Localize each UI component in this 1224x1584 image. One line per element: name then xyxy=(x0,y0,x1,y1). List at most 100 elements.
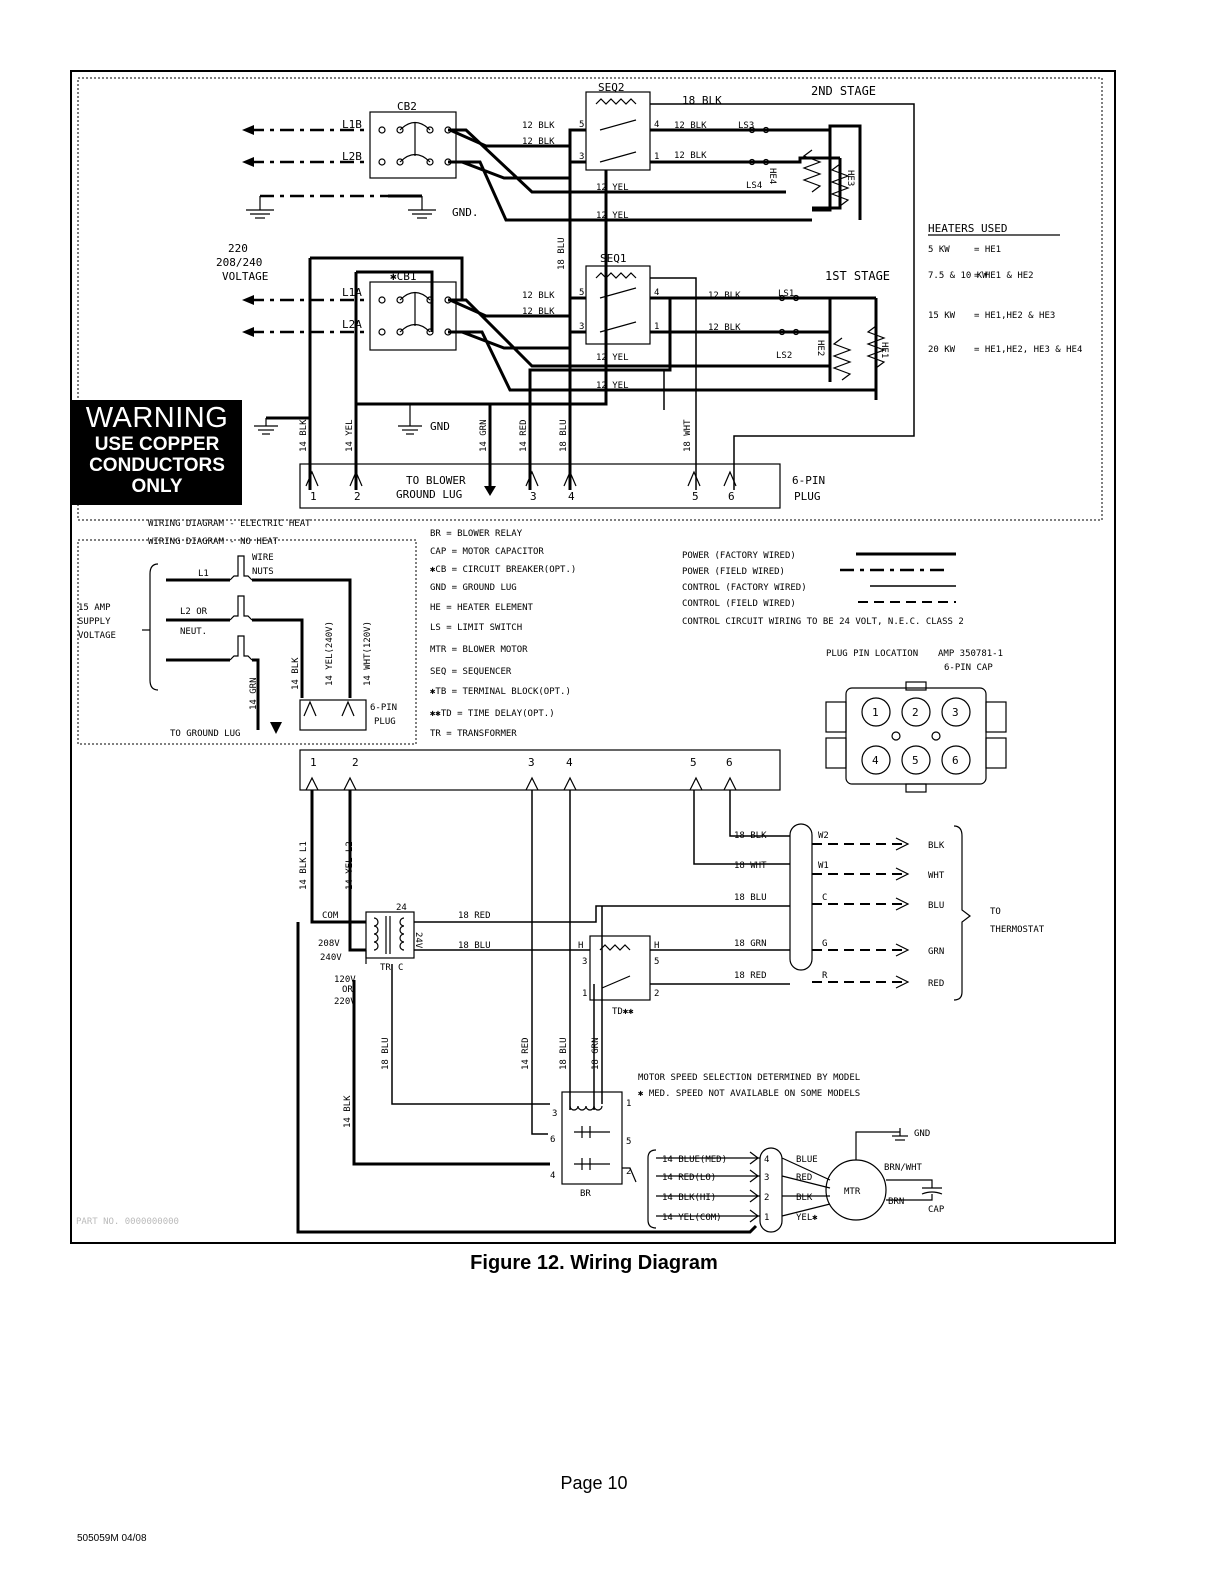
w-14red-low: 14 RED xyxy=(521,1037,531,1070)
svg-text:1: 1 xyxy=(654,322,659,332)
document-code: 505059M 04/08 xyxy=(77,1533,147,1544)
voltage-208-240: 208/240 xyxy=(216,256,262,269)
tstat-color-0: BLK xyxy=(928,841,945,851)
lower-wiring xyxy=(296,790,790,1234)
tr-or: OR xyxy=(342,985,353,995)
line-key: POWER (FACTORY WIRED) POWER (FIELD WIRED… xyxy=(682,551,964,627)
no-heat-neut: NEUT. xyxy=(180,627,207,637)
heater-he4 xyxy=(802,149,822,193)
motor-speed-note2: ✱ MED. SPEED NOT AVAILABLE ON SOME MODEL… xyxy=(638,1089,860,1099)
tstat-label-2: THERMOSTAT xyxy=(990,925,1045,935)
no-heat-supply-1: 15 AMP xyxy=(78,603,111,613)
hu-row1-kw: 5 KW xyxy=(928,245,950,255)
cb2-box xyxy=(369,111,457,179)
cb1-box xyxy=(369,281,457,351)
cb2-field-wires xyxy=(242,125,436,219)
transformer-box xyxy=(365,911,415,959)
voltage-word: VOLTAGE xyxy=(222,270,268,283)
legend-item: HE = HEATER ELEMENT xyxy=(430,603,534,613)
seq1-heater-coil xyxy=(595,272,637,279)
plug-pin-location: PLUG PIN LOCATION xyxy=(826,649,918,659)
w-14red-pin3: 14 RED xyxy=(519,419,529,452)
hu-row4-kw: 20 KW xyxy=(928,345,956,355)
key-note: CONTROL CIRCUIT WIRING TO BE 24 VOLT, N.… xyxy=(682,617,964,627)
no-heat-plug: PLUG xyxy=(374,717,396,727)
w-12yel-d: 12 YEL xyxy=(596,381,629,391)
w-18blu-pin4: 18 BLU xyxy=(559,419,569,452)
svg-text:3: 3 xyxy=(764,1173,769,1183)
electric-heat-label: WIRING DIAGRAM - ELECTRIC HEAT xyxy=(148,519,311,529)
seq2-heater-coil xyxy=(595,98,637,105)
svg-text:5: 5 xyxy=(692,490,699,503)
l2a-label: L2A xyxy=(342,318,362,331)
svg-text:5: 5 xyxy=(579,120,584,130)
svg-text:3: 3 xyxy=(530,490,537,503)
seq1-label: SEQ1 xyxy=(600,252,627,265)
w-18grn-low: 18 GRN xyxy=(591,1037,601,1070)
w-14blk-pin1: 14 BLK xyxy=(299,419,309,452)
seq1-box xyxy=(585,265,651,345)
he2-label: HE2 xyxy=(815,340,825,356)
svg-text:1: 1 xyxy=(582,989,587,999)
tstat-label-1: TO xyxy=(990,907,1001,917)
thermostat-block xyxy=(789,823,971,1001)
svg-text:1: 1 xyxy=(310,756,317,769)
tr-220v: 220V xyxy=(334,997,356,1007)
tr-120v: 120V xyxy=(334,975,356,985)
warning-title: WARNING xyxy=(85,402,229,434)
svg-text:2: 2 xyxy=(352,756,359,769)
no-heat-14wht120: 14 WHT(120V) xyxy=(363,621,373,686)
blower-relay-box xyxy=(561,1091,623,1185)
plug-part-no: AMP 350781-1 xyxy=(938,649,1003,659)
w-12blk-c: 12 BLK xyxy=(674,121,707,131)
w-18wht-pin5: 18 WHT xyxy=(683,419,693,452)
w-12blk-h: 12 BLK xyxy=(708,323,741,333)
w-18blu-low2: 18 BLU xyxy=(559,1037,569,1070)
mtr-brn: BRN xyxy=(888,1197,904,1207)
br-label: BR xyxy=(580,1189,591,1199)
cb2-label: CB2 xyxy=(397,100,417,113)
tstat-term-0: W2 xyxy=(818,831,829,841)
transformer-secondary-coil xyxy=(399,917,405,951)
svg-text:4: 4 xyxy=(654,120,659,130)
diagram-frame xyxy=(70,70,1116,1244)
legend-item: LS = LIMIT SWITCH xyxy=(430,623,522,633)
heater-he1 xyxy=(866,325,886,369)
hu-row2-kw: 7.5 & 10 KW xyxy=(928,271,988,281)
svg-text:5: 5 xyxy=(626,1137,631,1147)
gnd-mid-symbols xyxy=(254,404,422,435)
ls4-label: LS4 xyxy=(746,181,762,191)
tstat-color-3: GRN xyxy=(928,947,944,957)
ls3-label: LS3 xyxy=(738,121,754,131)
w-18blu-tr: 18 BLU xyxy=(458,941,491,951)
six-pin-plug-bottom xyxy=(299,749,781,791)
plug-label-top: PLUG xyxy=(794,490,821,503)
svg-text:3: 3 xyxy=(579,322,584,332)
no-heat-label: WIRING DIAGRAM - NO HEAT xyxy=(148,537,279,547)
td-label: TD✱✱ xyxy=(612,1007,634,1017)
no-heat-l1: L1 xyxy=(198,569,209,579)
w-12blk-d: 12 BLK xyxy=(674,151,707,161)
legend-item: SEQ = SEQUENCER xyxy=(430,667,512,677)
seq2-box xyxy=(585,91,651,171)
no-heat-wiring xyxy=(142,555,367,734)
legend-item: ✱TB = TERMINAL BLOCK(OPT.) xyxy=(430,687,571,697)
w-18red-tr: 18 RED xyxy=(458,911,491,921)
legend-item: ✱CB = CIRCUIT BREAKER(OPT.) xyxy=(430,565,576,575)
mtr-red: RED xyxy=(796,1173,812,1183)
legend-item: CAP = MOTOR CAPACITOR xyxy=(430,547,544,557)
svg-text:4: 4 xyxy=(568,490,575,503)
hu-row2-h: = HE1 & HE2 xyxy=(974,271,1034,281)
limit-switches-2nd xyxy=(748,126,770,166)
svg-text:3: 3 xyxy=(552,1109,557,1119)
svg-text:H: H xyxy=(578,941,583,951)
svg-text:1: 1 xyxy=(310,490,317,503)
ground-lug-label: GROUND LUG xyxy=(396,488,462,501)
tr-com: COM xyxy=(322,911,339,921)
first-stage-label: 1ST STAGE xyxy=(825,269,890,283)
w-14grn: 14 GRN xyxy=(479,419,489,452)
plug-pin-drawing xyxy=(825,681,1007,793)
figure-caption: Figure 12. Wiring Diagram xyxy=(470,1252,718,1274)
tr-label: TR xyxy=(380,963,391,973)
